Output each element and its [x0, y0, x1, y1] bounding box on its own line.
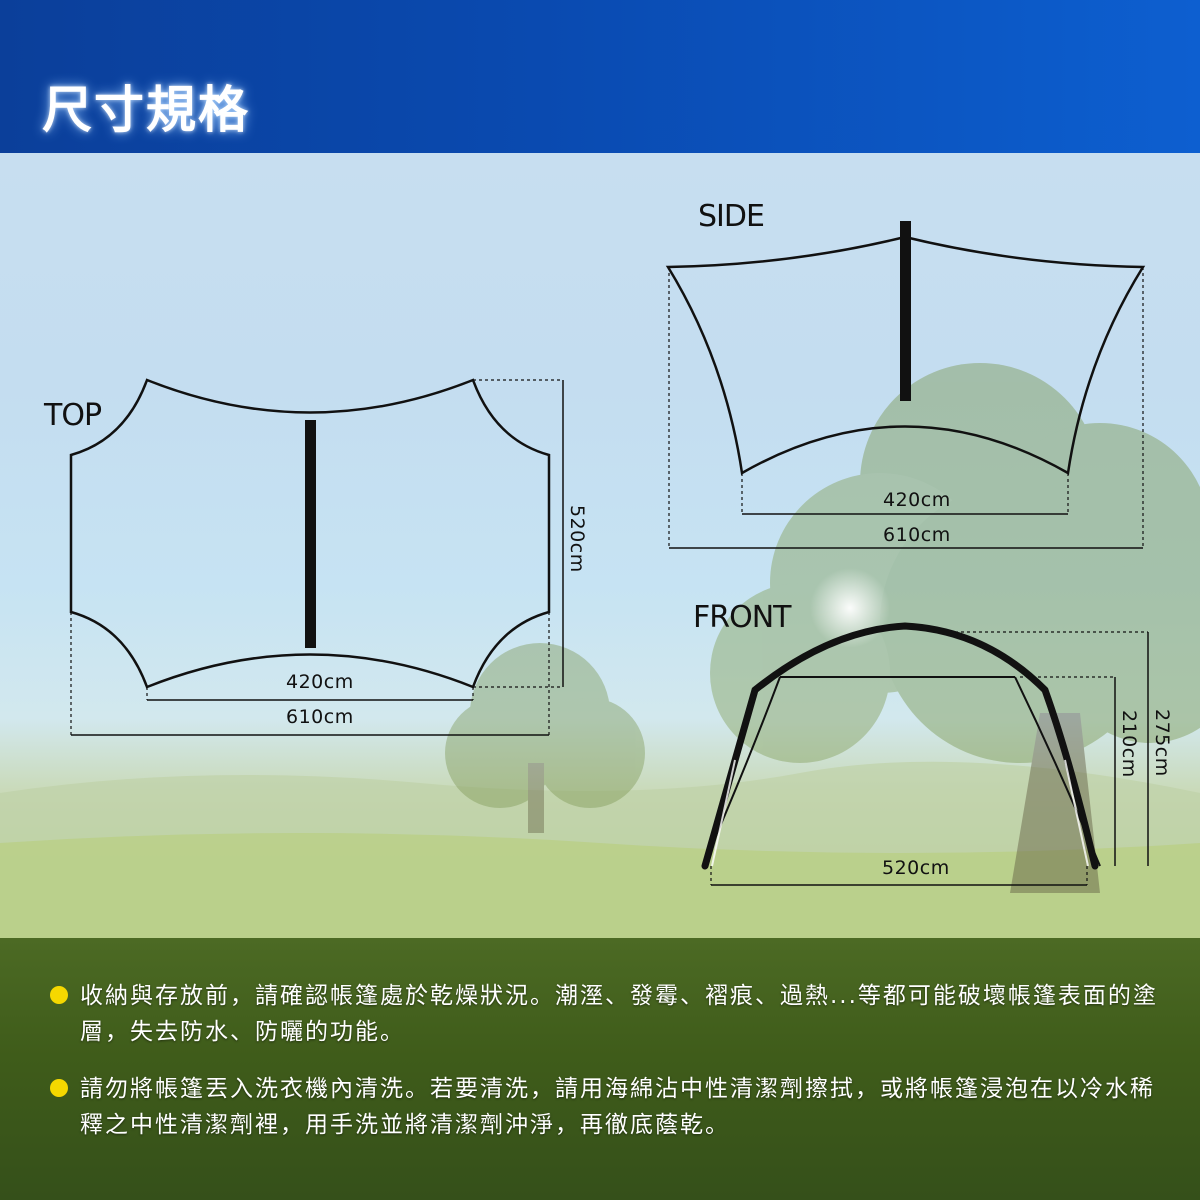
side-outer-width-label: 610cm	[883, 524, 951, 546]
front-base-width-label: 520cm	[882, 857, 950, 879]
landscape-background	[0, 363, 1200, 938]
note-text: 收納與存放前，請確認帳篷處於乾燥狀況。潮溼、發霉、褶痕、過熱...等都可能破壞帳…	[80, 983, 1158, 1045]
header-banner: 尺寸規格	[0, 0, 1200, 153]
front-view-label: FRONT	[693, 600, 791, 635]
bullet-icon	[50, 1079, 68, 1097]
diagram-area	[0, 153, 1200, 938]
front-view-guides	[710, 631, 1148, 885]
side-view-label: SIDE	[698, 199, 765, 234]
front-inner-height-label: 210cm	[1118, 710, 1140, 778]
front-outer-height-label: 275cm	[1151, 709, 1173, 777]
tree-illustration	[710, 363, 1200, 893]
top-depth-label: 520cm	[566, 505, 588, 573]
side-view-dimension-lines	[669, 513, 1143, 549]
top-outer-width-label: 610cm	[286, 706, 354, 728]
side-view-guides	[668, 267, 1144, 548]
note-item: 收納與存放前，請確認帳篷處於乾燥狀況。潮溼、發霉、褶痕、過熱...等都可能破壞帳…	[50, 978, 1160, 1050]
side-inner-width-label: 420cm	[883, 489, 951, 511]
note-text: 請勿將帳篷丟入洗衣機內清洗。若要清洗，請用海綿沾中性清潔劑擦拭，或將帳篷浸泡在以…	[80, 1076, 1155, 1138]
top-view-dimension-lines	[71, 380, 564, 736]
top-view-pole	[305, 420, 316, 648]
side-view-pole	[900, 221, 911, 401]
note-item: 請勿將帳篷丟入洗衣機內清洗。若要清洗，請用海綿沾中性清潔劑擦拭，或將帳篷浸泡在以…	[50, 1071, 1160, 1143]
page-title: 尺寸規格	[42, 81, 250, 139]
care-notes: 收納與存放前，請確認帳篷處於乾燥狀況。潮溼、發霉、褶痕、過熱...等都可能破壞帳…	[0, 938, 1200, 1200]
top-view-guides	[70, 379, 563, 735]
front-view-frame	[701, 622, 1101, 870]
top-inner-width-label: 420cm	[286, 671, 354, 693]
bullet-icon	[50, 986, 68, 1004]
front-view-dimension-lines	[711, 632, 1149, 886]
top-view-label: TOP	[44, 398, 102, 433]
side-view-outline	[665, 235, 1146, 475]
